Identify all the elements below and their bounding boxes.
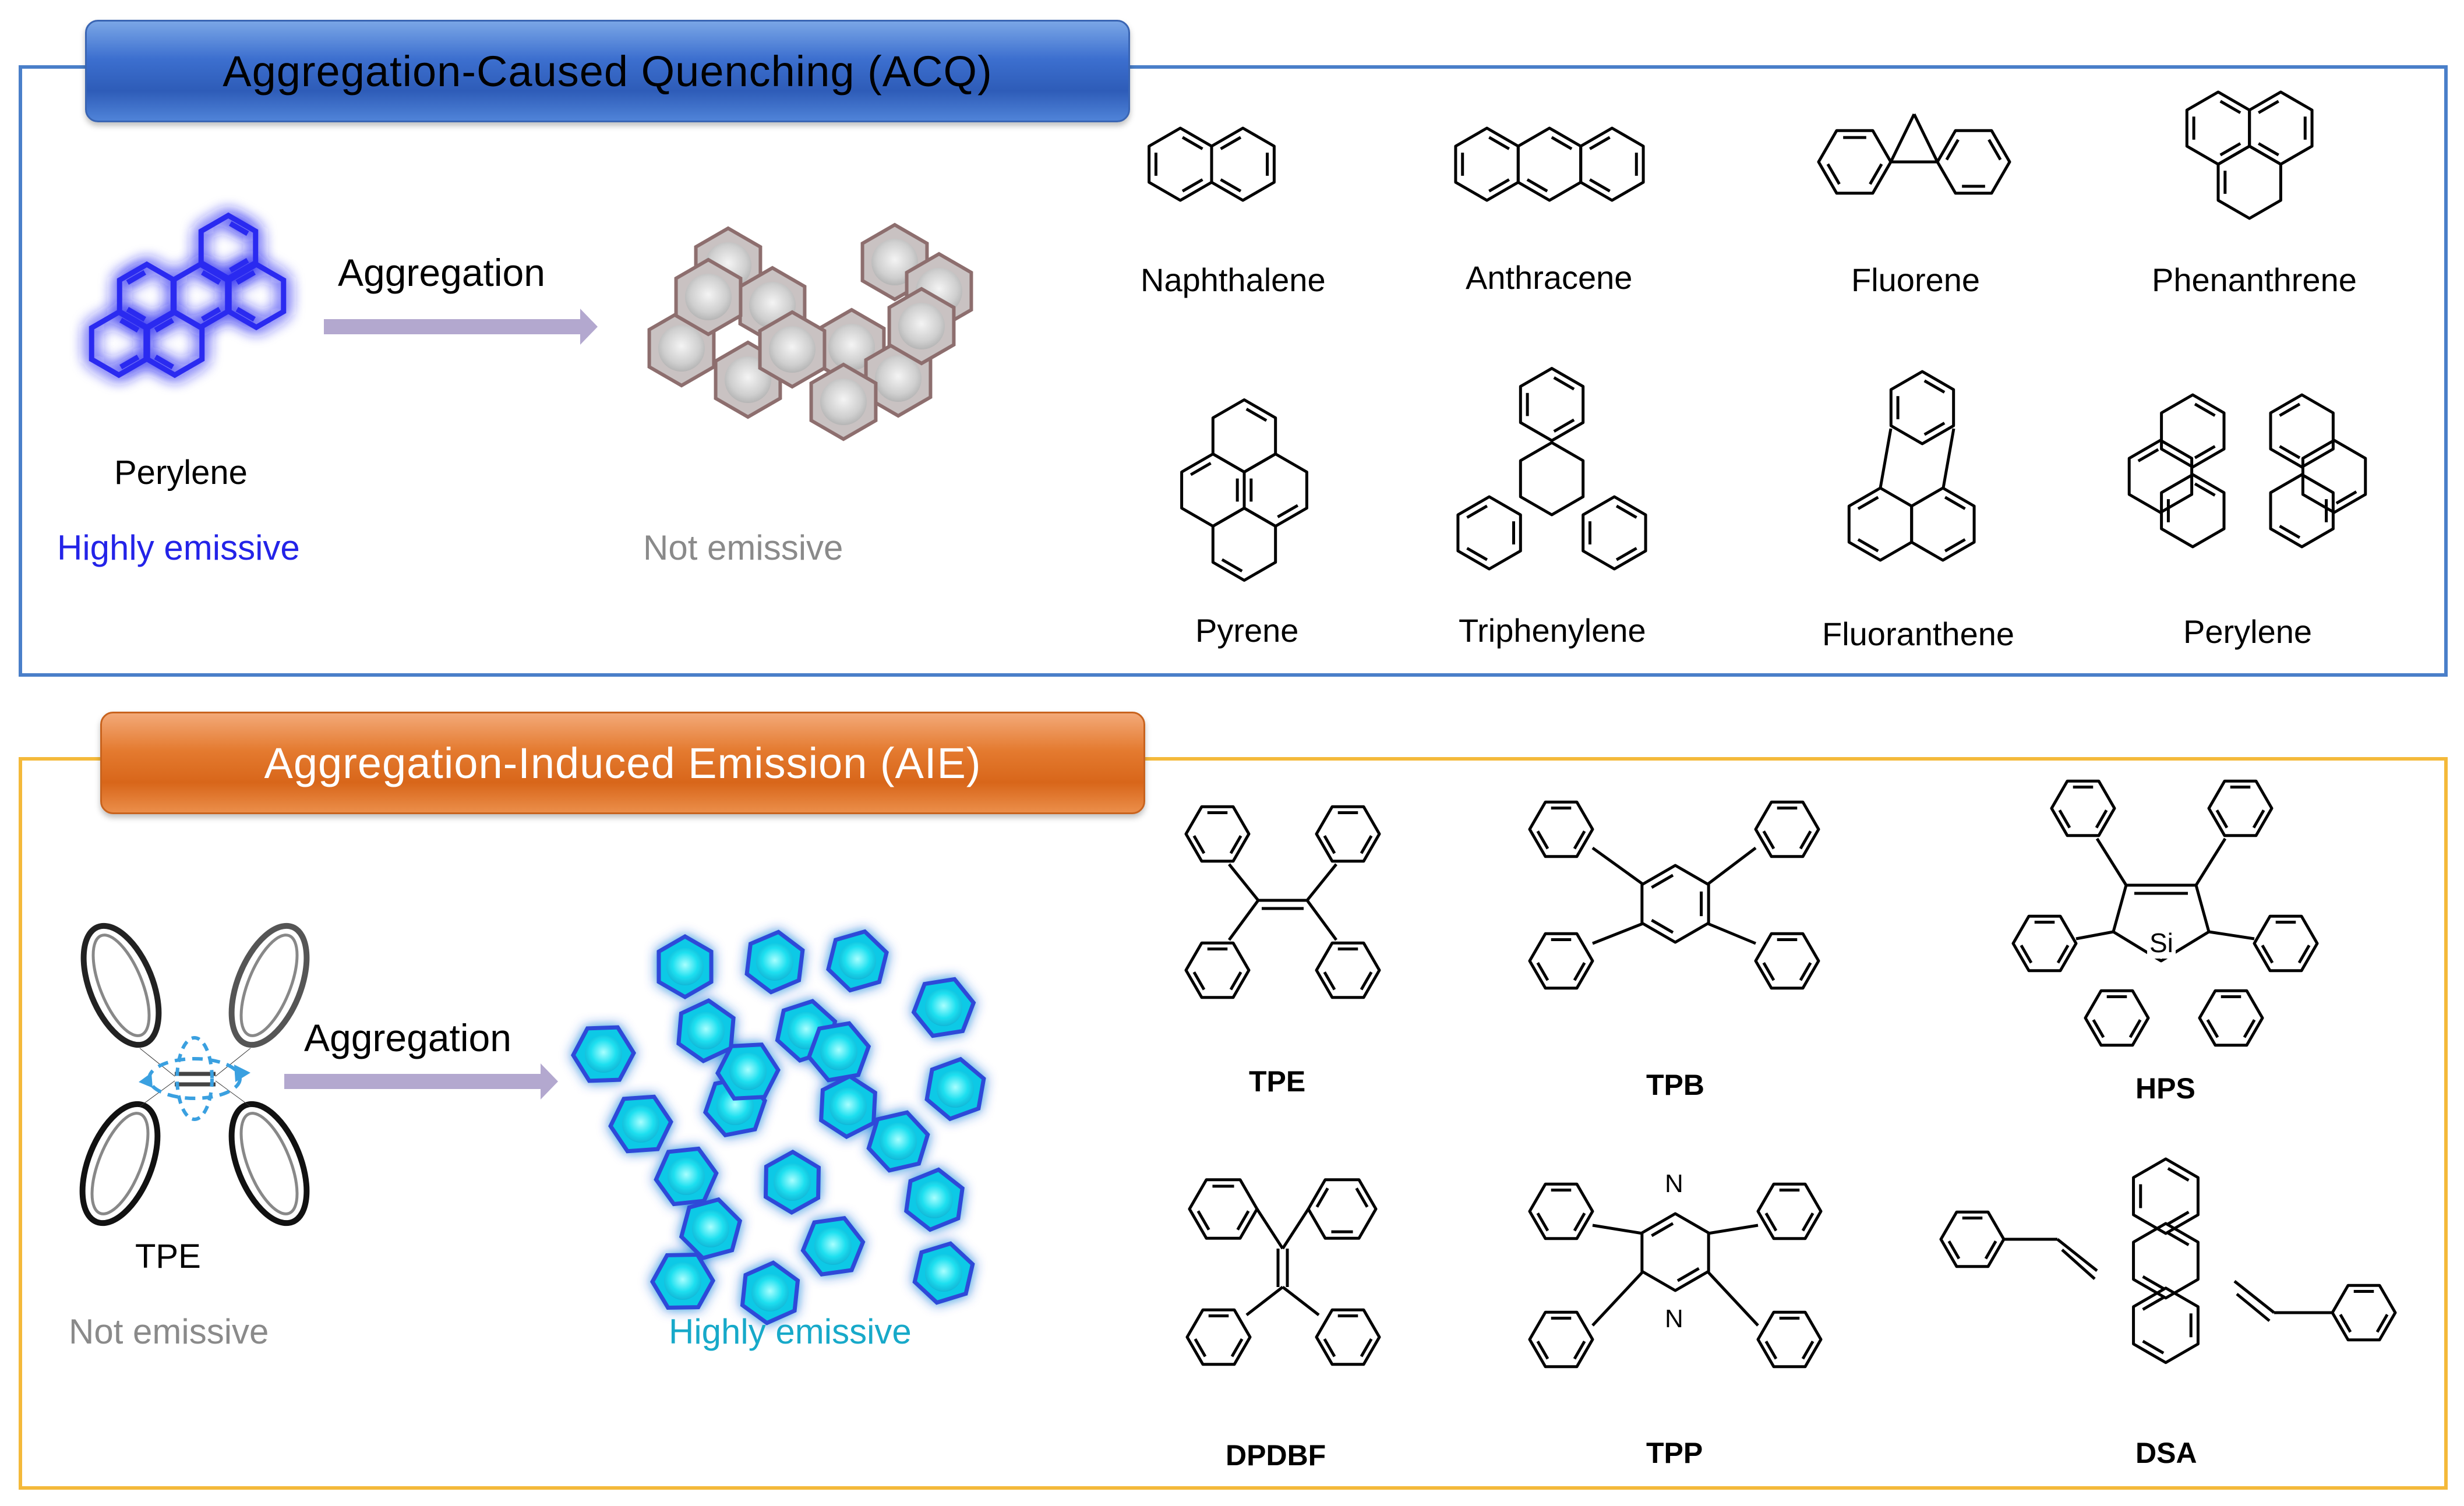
acq-state-after: Not emissive	[643, 528, 843, 567]
aggregate-gray-ring	[674, 257, 743, 337]
perylene-ring	[226, 261, 287, 331]
aggregate-cyan-ring	[800, 1216, 866, 1277]
structure-label-dpdbf: DPDBF	[1226, 1439, 1326, 1472]
aie-arrow-label: Aggregation	[304, 1016, 511, 1059]
acq-aggregation-arrow	[324, 309, 598, 345]
aggregate-cyan-ring	[806, 1021, 871, 1083]
structure-dsa	[1939, 1157, 2397, 1364]
aie-state-before: Not emissive	[69, 1312, 269, 1351]
aggregate-cyan-ring	[763, 1149, 821, 1215]
aggregate-gray-ring	[809, 362, 878, 441]
structure-label-tpe: TPE	[1249, 1065, 1306, 1098]
structure-phenanthrene	[2185, 90, 2314, 220]
structure-label-anthracene: Anthracene	[1466, 259, 1633, 296]
aggregate-cyan-ring	[676, 998, 736, 1063]
structure-label-naphthalene: Naphthalene	[1141, 261, 1326, 298]
aggregate-cyan-ring	[715, 1042, 781, 1101]
structure-label-dsa: DSA	[2135, 1437, 2197, 1469]
quenched-aggregate	[647, 222, 973, 441]
tpe-phenyl-lower-right	[228, 1101, 310, 1226]
aggregate-cyan-ring	[654, 1146, 719, 1207]
aie-title-banner: Aggregation-Induced Emission (AIE)	[100, 712, 1145, 814]
tpe-phenyl-lower-left	[79, 1101, 161, 1226]
aggregate-cyan-ring	[740, 1260, 800, 1325]
aggregate-cyan-ring	[649, 1252, 716, 1310]
perylene-ring	[89, 309, 149, 379]
aggregate-cyan-ring	[656, 934, 714, 1000]
atom-label-n-bottom: N	[1662, 1305, 1686, 1334]
emissive-aggregate	[570, 929, 986, 1325]
aggregate-gray-ring	[887, 287, 956, 366]
acq-title-banner: Aggregation-Caused Quenching (ACQ)	[85, 20, 1130, 122]
aggregate-cyan-ring	[608, 1094, 673, 1154]
structure-label-fluoranthene: Fluoranthene	[1822, 616, 2015, 652]
structure-pyrene	[1180, 398, 1308, 582]
structure-hps	[2011, 779, 2319, 1047]
aggregate-cyan-ring	[570, 1025, 637, 1083]
aggregate-cyan-ring	[819, 1074, 877, 1139]
structure-tpe	[1184, 805, 1381, 999]
aggregate-cyan-ring	[866, 1110, 930, 1173]
structure-dpdbf	[1185, 1178, 1381, 1366]
acq-arrow-label: Aggregation	[338, 251, 545, 294]
aggregate-cyan-ring	[904, 1167, 965, 1232]
aie-panel	[19, 757, 2448, 1490]
aggregate-cyan-ring	[826, 929, 889, 993]
aggregate-cyan-ring	[911, 977, 976, 1038]
structure-label-triphenylene: Triphenylene	[1459, 612, 1646, 649]
structure-label-perylene: Perylene	[2183, 613, 2313, 650]
acq-molecule-label: Perylene	[114, 454, 248, 492]
tpe-phenyl-upper-left	[80, 922, 162, 1048]
structure-tpp	[1528, 1182, 1823, 1369]
atom-label-n-top: N	[1662, 1169, 1686, 1199]
rotation-arrows	[139, 1036, 250, 1121]
structure-tpb	[1528, 800, 1820, 990]
aggregate-cyan-ring	[744, 929, 805, 995]
structure-perylene	[2127, 393, 2367, 549]
atom-label-si: Si	[2147, 927, 2176, 959]
structure-fluoranthene	[1847, 370, 1976, 562]
aie-state-after: Highly emissive	[669, 1312, 912, 1351]
perylene-ring	[144, 309, 205, 379]
structure-label-fluorene: Fluorene	[1851, 261, 1981, 298]
tpe-phenyl-upper-right	[228, 922, 310, 1048]
aggregate-cyan-ring	[924, 1056, 986, 1122]
structure-label-tpb: TPB	[1646, 1069, 1704, 1101]
aggregate-cyan-ring	[679, 1197, 743, 1261]
aie-molecule-label: TPE	[135, 1238, 201, 1275]
aggregate-cyan-ring	[912, 1241, 975, 1305]
acq-state-before: Highly emissive	[57, 528, 300, 567]
aie-title: Aggregation-Induced Emission (AIE)	[264, 738, 982, 787]
structure-triphenylene	[1456, 367, 1647, 571]
tpe-propeller-molecule	[79, 922, 310, 1226]
structure-naphthalene	[1148, 126, 1276, 202]
structure-label-phenanthrene: Phenanthrene	[2152, 261, 2357, 298]
perylene-glowing-molecule	[89, 212, 287, 379]
structure-fluorene	[1817, 113, 2011, 195]
aie-aggregation-arrow	[284, 1063, 558, 1100]
acq-title: Aggregation-Caused Quenching (ACQ)	[223, 47, 993, 96]
aggregate-gray-ring	[758, 310, 827, 389]
structure-label-pyrene: Pyrene	[1195, 612, 1299, 649]
structure-label-tpp: TPP	[1646, 1437, 1703, 1469]
structure-anthracene	[1454, 126, 1645, 202]
structure-label-hps: HPS	[2135, 1072, 2195, 1105]
